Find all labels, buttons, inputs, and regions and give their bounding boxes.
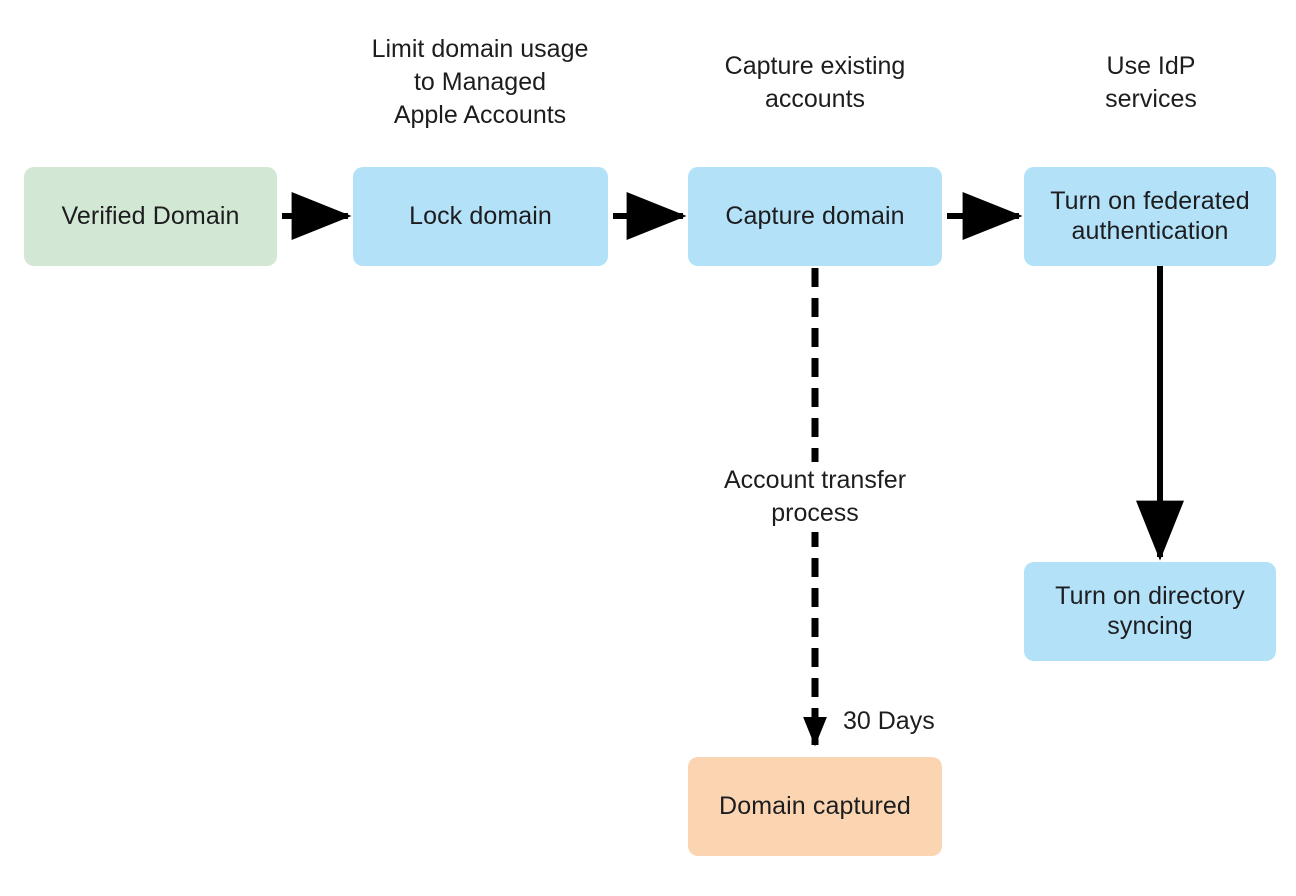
node-lock-domain[interactable]: Lock domain	[353, 167, 608, 266]
edge-label-account-transfer-process: Account transfer process	[685, 462, 945, 532]
node-directory-syncing[interactable]: Turn on directory syncing	[1024, 562, 1276, 661]
node-federated-authentication[interactable]: Turn on federated authentication	[1024, 167, 1276, 266]
edge-label-30-days: 30 Days	[843, 707, 935, 735]
node-capture-domain[interactable]: Capture domain	[688, 167, 942, 266]
node-domain-captured[interactable]: Domain captured	[688, 757, 942, 856]
caption-federated-auth: Use IdP services	[1105, 52, 1197, 113]
caption-capture-domain: Capture existing accounts	[724, 52, 906, 113]
node-verified-domain[interactable]: Verified Domain	[24, 167, 277, 266]
caption-lock-domain: Limit domain usage to Managed Apple Acco…	[371, 35, 589, 129]
